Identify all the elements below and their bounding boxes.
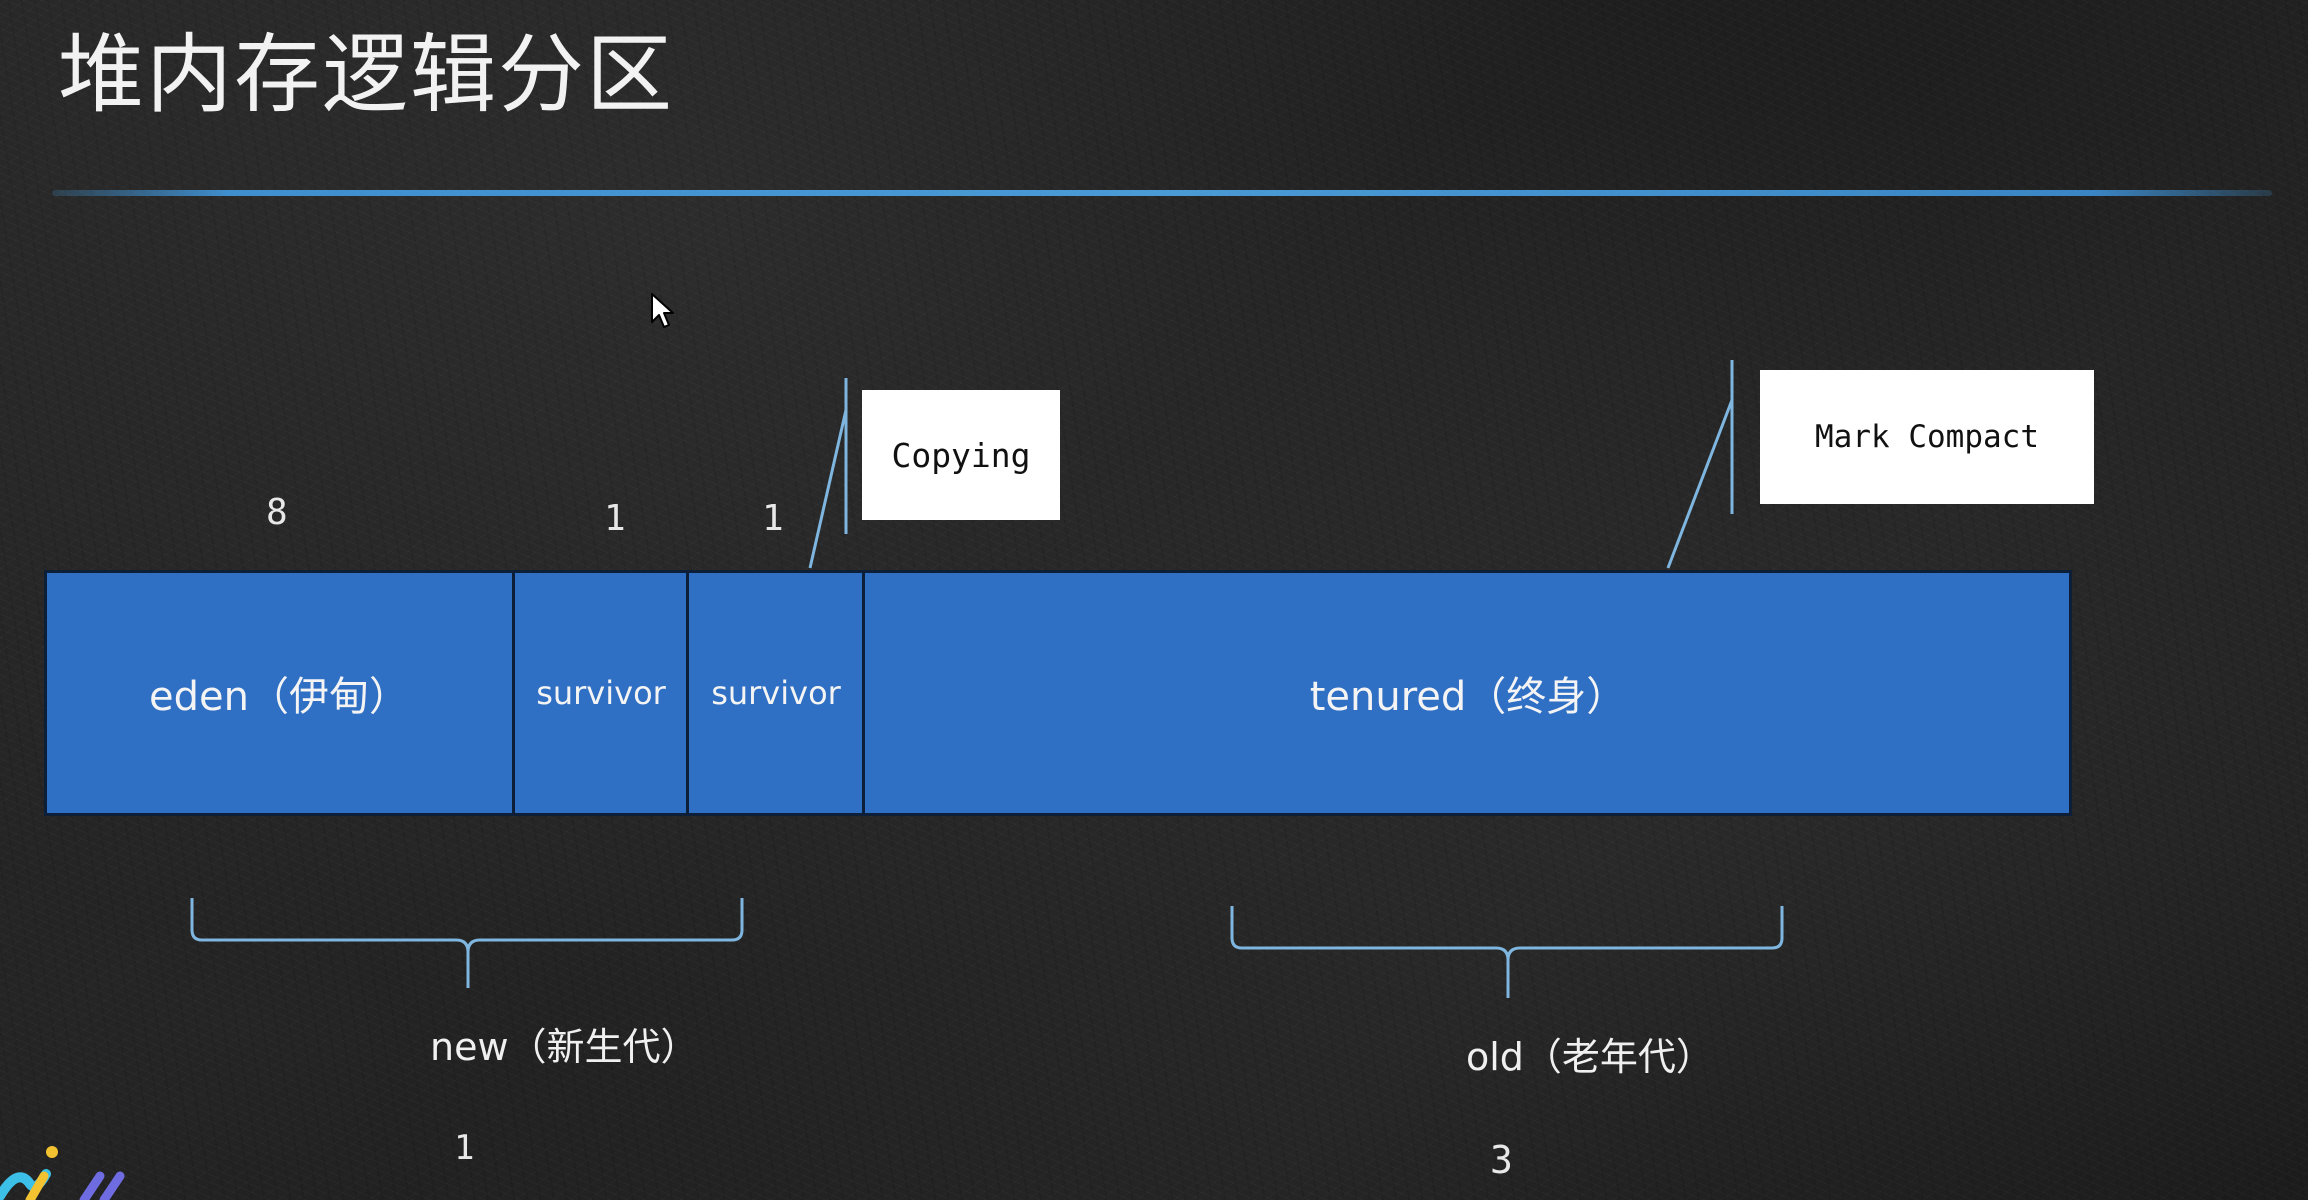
slide-title: 堆内存逻辑分区 <box>58 25 674 125</box>
old-generation-brace <box>1230 906 1784 998</box>
segment-divider <box>686 570 689 816</box>
copying-callout-connector <box>808 378 848 569</box>
survivor-1-segment: survivor <box>514 570 688 816</box>
new-generation-label: new（新生代） <box>430 1025 699 1069</box>
mark-compact-callout-text: Mark Compact <box>1815 419 2039 455</box>
new-generation-brace <box>190 898 744 988</box>
mark-compact-callout: Mark Compact <box>1760 370 2094 504</box>
survivor-2-label: survivor <box>711 674 841 712</box>
survivor-1-ratio: 1 <box>604 498 626 539</box>
survivor-2-ratio: 1 <box>762 498 784 539</box>
copying-callout: Copying <box>862 390 1060 520</box>
survivor-2-segment: survivor <box>688 570 864 816</box>
mouse-pointer-icon <box>651 293 674 328</box>
tenured-segment: tenured（终身） <box>864 570 2072 816</box>
survivor-1-label: survivor <box>536 674 666 712</box>
eden-ratio: 8 <box>266 492 288 533</box>
segment-divider <box>862 570 865 816</box>
eden-segment: eden（伊甸） <box>44 570 514 816</box>
old-generation-label: old（老年代） <box>1466 1035 1714 1079</box>
segment-divider <box>512 570 515 816</box>
heap-bar <box>44 570 2072 816</box>
title-underline <box>52 190 2272 196</box>
tenured-label: tenured（终身） <box>1309 674 1627 720</box>
eden-label: eden（伊甸） <box>149 674 409 720</box>
copying-callout-text: Copying <box>891 435 1031 475</box>
app-logo-icon <box>0 1146 125 1200</box>
new-generation-ratio: 1 <box>454 1128 475 1168</box>
mark-compact-callout-connector <box>1666 360 1734 569</box>
old-generation-ratio: 3 <box>1490 1138 1513 1182</box>
